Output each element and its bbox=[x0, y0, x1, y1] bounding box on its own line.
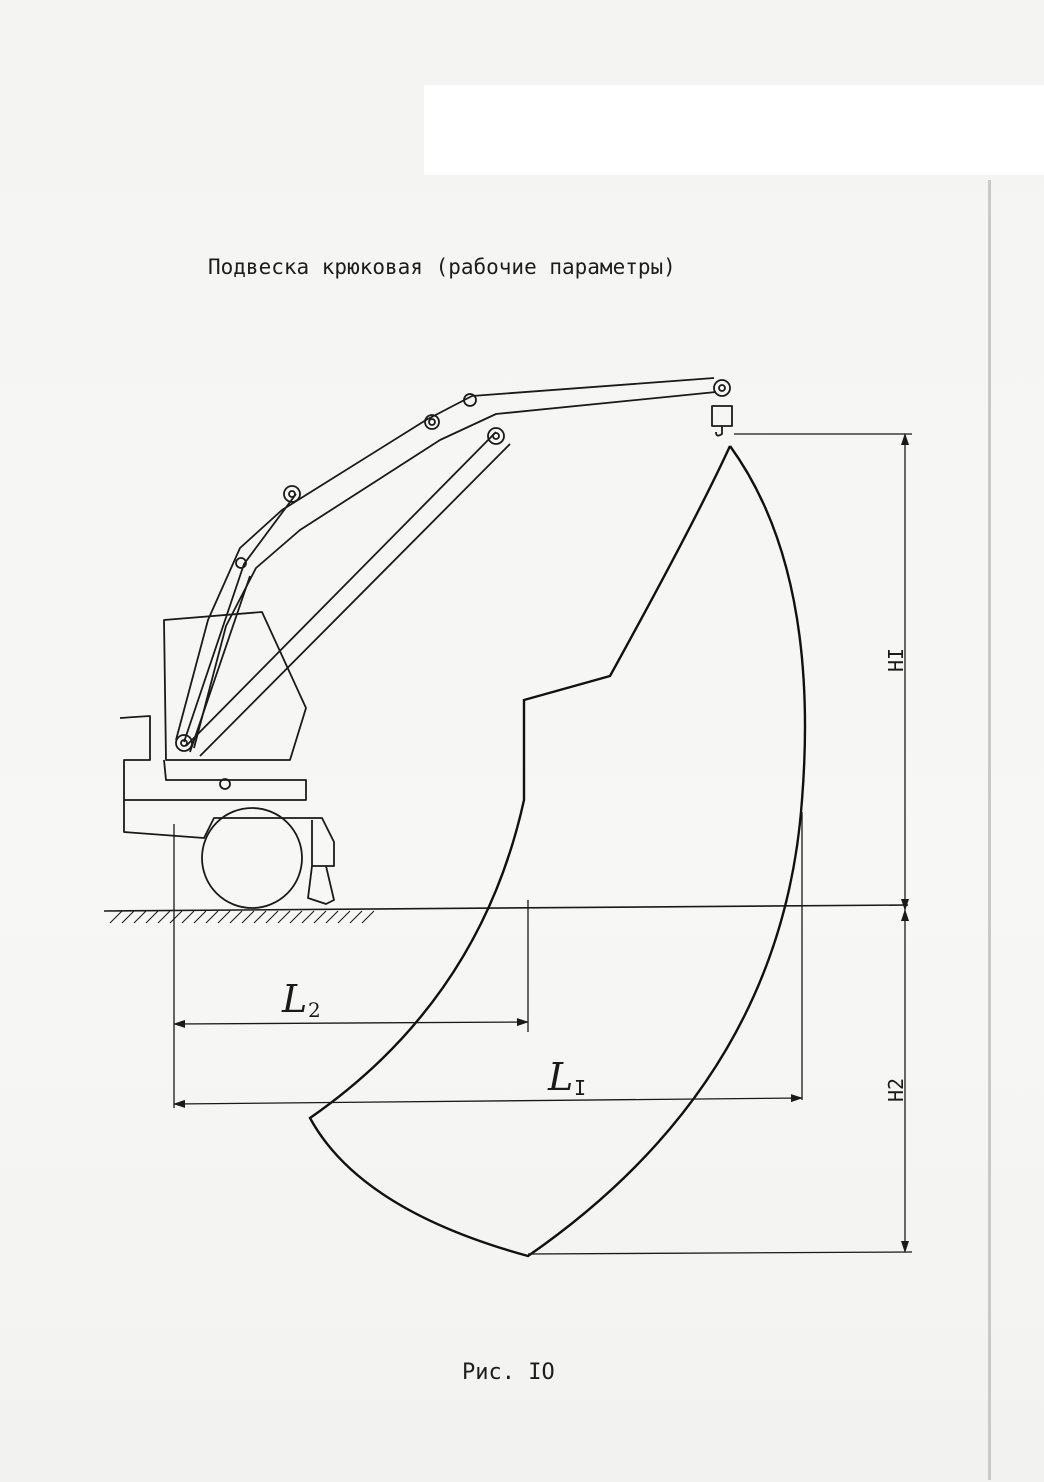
working-envelope bbox=[308, 445, 807, 1258]
wheel bbox=[201, 807, 303, 909]
excavator bbox=[119, 377, 733, 909]
blank-patch bbox=[424, 85, 1044, 175]
cab bbox=[163, 611, 307, 761]
dimension-lines bbox=[173, 433, 913, 1255]
turret-body bbox=[119, 715, 307, 801]
ground-line bbox=[103, 904, 909, 924]
label-l2-sub: 2 bbox=[308, 998, 321, 1022]
page-edge bbox=[988, 180, 991, 1480]
label-l2: L bbox=[281, 977, 307, 1021]
label-h1: HI bbox=[884, 648, 908, 672]
figure-caption: Рис. IO bbox=[462, 1360, 555, 1385]
figure-title: Подвеска крюковая (рабочие параметры) bbox=[208, 255, 676, 279]
label-h2: H2 bbox=[884, 1078, 908, 1102]
chassis bbox=[123, 800, 335, 867]
label-l1-sub: I bbox=[574, 1076, 586, 1100]
label-l1: L bbox=[547, 1055, 573, 1099]
outrigger bbox=[307, 865, 335, 905]
boom-lower bbox=[175, 377, 715, 741]
stick bbox=[185, 431, 497, 747]
boom-cylinder bbox=[183, 493, 297, 743]
hook-block bbox=[711, 405, 733, 427]
